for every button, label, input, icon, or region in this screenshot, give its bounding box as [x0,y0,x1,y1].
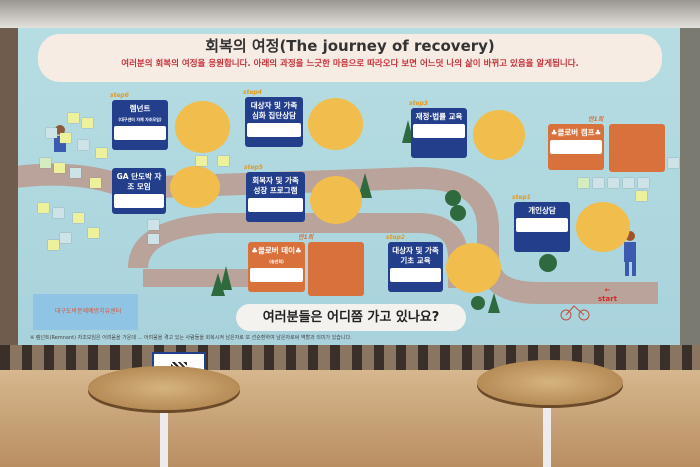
table-leg [543,390,551,467]
event-label: 연1회 [298,234,314,241]
step-label: step3 [409,100,428,107]
speech-bubble [473,110,525,160]
step-body [516,218,568,232]
step-label: step4 [243,89,262,96]
step-label: step1 [512,194,531,201]
recovery-journey-poster: 회복의 여정(The journey of recovery) 여러분의 회복의… [18,28,680,358]
step3-box: step3 재정·법률 교육 [409,100,467,158]
step5-box: step5 회복자 및 가족 성장 프로그램 [244,164,305,222]
step-title: 회복자 및 가족 성장 프로그램 [252,176,299,195]
event-label: 연1회 [588,116,604,123]
step-title: 재정·법률 교육 [415,112,463,121]
step-label: step2 [386,234,405,241]
ceiling [0,0,700,30]
start-label: start [598,295,618,303]
clover-camp-comment [609,124,665,172]
step-body [413,124,465,138]
tree-icons [211,120,557,313]
step-body [248,198,303,212]
clover-day-box: 연1회 ♣클로버 데이♣(송년회) [248,234,313,292]
step1-box: step1 개인상담 [512,194,570,252]
round-table-right [477,360,623,405]
step4-box: step4 대상자 및 가족 심화 집단상담 [243,89,303,147]
step-label: step6 [110,92,129,99]
speech-bubble [175,101,230,153]
speech-bubble [170,166,220,208]
footnote: ※ 렘넌트(Remnant) 자조모임은 어려움을 가운데 ... 어려움을 겪… [30,335,352,341]
start-marker: ←start [598,286,617,304]
wall-right [680,28,700,348]
step2-box: step2 대상자 및 가족 기초 교육 [386,234,443,292]
arrow-left-icon: ← [604,286,611,294]
step-body [247,123,301,137]
step-title: 대상자 및 가족 심화 집단상담 [250,101,298,120]
clover-day-comment [308,242,364,296]
step-body [114,126,166,140]
question-banner: 여러분들은 어디쯤 가고 있나요? [236,304,466,331]
speech-bubble [310,176,362,224]
bicycle-icon [560,305,590,321]
ga-box: GA 단도박 자조 모임 [112,168,166,214]
step-label: step5 [244,164,263,171]
step6-box: step6 렘넌트(대구센터 자체 자조모임) [110,92,168,150]
step-body [390,268,441,282]
event-body [250,268,303,282]
step-title: 렘넌트(대구센터 자체 자조모임) [118,104,162,122]
table-leg [160,395,168,467]
clover-camp-box: 연1회 ♣클로버 캠프♣ [548,116,604,170]
title-banner: 회복의 여정(The journey of recovery) 여러분의 회복의… [38,34,662,82]
center-logo: 대구도박문제예방치유센터 [33,294,138,330]
event-title: ♣클로버 데이♣(송년회) [251,246,302,264]
poster-title: 회복의 여정(The journey of recovery) [205,37,495,55]
poster-subtitle: 여러분의 회복의 여정을 응원합니다. 아래의 과정을 느긋한 마음으로 따라오… [121,59,579,69]
event-title: ♣클로버 캠프♣ [550,128,602,137]
speech-bubble [308,98,363,150]
round-table-left [88,366,240,410]
step-title: 대상자 및 가족 기초 교육 [392,246,439,265]
event-body [550,140,602,154]
step-title: 개인상담 [528,206,556,215]
step-body [114,194,164,208]
wall-left [0,28,20,348]
speech-bubble [576,202,630,252]
step-title: GA 단도박 자조 모임 [116,172,162,191]
hiker-illustration [624,231,636,276]
speech-bubble [446,243,501,293]
